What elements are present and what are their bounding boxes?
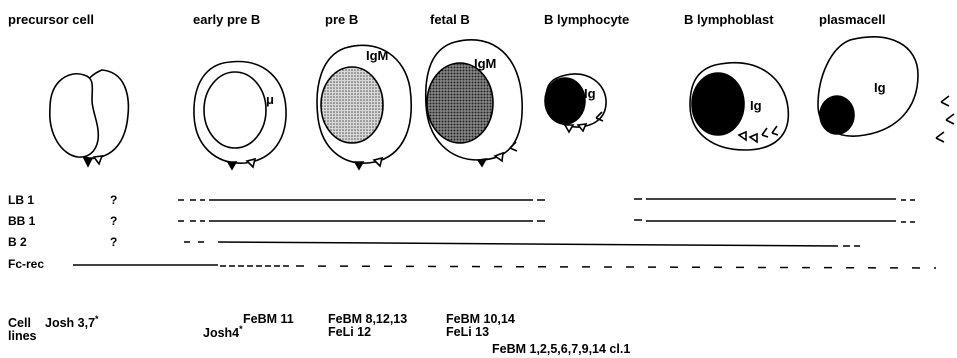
b-lymphoblast-ig-receptor-a xyxy=(762,128,768,137)
cell-lines-precursor: Josh 3,7* xyxy=(45,314,99,330)
cell-lines-pre-b-a: FeBM 8,12,13 xyxy=(328,312,407,326)
b-lymphoblast-cell xyxy=(690,63,788,150)
b-lymphocyte-receptor-open-a xyxy=(565,125,573,132)
cell-lines-fetal-b-b: FeLi 13 xyxy=(446,325,489,339)
marker-row-b2 xyxy=(184,242,860,246)
marker-precursor-bb1: ? xyxy=(110,214,117,228)
marker-label-b2: B 2 xyxy=(8,235,27,249)
pre-b-cell-receptor-open xyxy=(374,158,382,166)
cell-lines-label-line1: Cell xyxy=(8,316,31,330)
plasmacell-secreted-ig-c xyxy=(936,132,944,142)
precursor-cell xyxy=(50,70,129,166)
b-lymphocyte-cell xyxy=(545,74,606,132)
b-lymphoblast-receptor-open-b xyxy=(750,134,757,142)
plasmacell-secreted-ig-a xyxy=(941,96,949,106)
precursor-cell-receptor-solid xyxy=(84,158,92,166)
b-lymphoblast-ig-receptor-b xyxy=(772,126,778,135)
precursor-cell-body-left xyxy=(50,74,99,157)
early-pre-b-cell-receptor-solid xyxy=(228,162,236,169)
stage-label-fetal-b: fetal B xyxy=(430,12,470,27)
b-lymphocyte-ig-label: Ig xyxy=(584,86,596,101)
marker-row-bb1 xyxy=(178,220,915,222)
b-lymphoblast-ig-label: Ig xyxy=(750,98,762,113)
pre-b-cell-receptor-solid xyxy=(355,162,363,169)
early-pre-b-mu-label: μ xyxy=(266,92,274,107)
fc-rec-expression-dashed-sparse xyxy=(296,266,936,268)
cell-lines-fetal-b-a: FeBM 10,14 xyxy=(446,312,515,326)
marker-row-lb1 xyxy=(178,199,915,200)
early-pre-b-cell-receptor-open xyxy=(247,159,255,167)
fetal-b-cell-receptor-open xyxy=(495,153,503,161)
marker-precursor-lb1: ? xyxy=(110,193,117,207)
cell-lines-early-pre-b-a: FeBM 11 xyxy=(243,312,294,326)
marker-label-bb1: BB 1 xyxy=(8,214,36,228)
fetal-b-igm-label: IgM xyxy=(474,56,496,71)
stage-label-plasmacell: plasmacell xyxy=(819,12,886,27)
cell-lines-early-pre-b-b: Josh4* xyxy=(203,324,243,340)
b-lymphoblast-receptor-open-a xyxy=(739,132,746,140)
plasmacell-secreted-ig-b xyxy=(946,114,954,124)
stage-label-b-lymphoblast: B lymphoblast xyxy=(684,12,774,27)
early-pre-b-cell-nucleus xyxy=(204,72,266,148)
marker-precursor-b2: ? xyxy=(110,235,117,249)
pre-b-cell-nucleus xyxy=(321,67,383,143)
cell-lines-b-lymphocyte: FeBM 1,2,5,6,7,9,14 cl.1 xyxy=(492,342,630,356)
stage-label-precursor-cell: precursor cell xyxy=(8,12,94,27)
cell-lines-pre-b-b: FeLi 12 xyxy=(328,325,371,339)
stage-label-b-lymphocyte: B lymphocyte xyxy=(544,12,629,27)
stage-label-early-pre-b: early pre B xyxy=(193,12,260,27)
fetal-b-cell-receptor-solid xyxy=(478,159,486,166)
b-lymphoblast-nucleus xyxy=(692,73,744,135)
cell-lines-label-line2: lines xyxy=(8,329,37,343)
early-pre-b-cell xyxy=(194,62,286,169)
plasmacell-ig-label: Ig xyxy=(874,80,886,95)
fetal-b-cell-nucleus xyxy=(427,63,493,143)
plasmacell-cell xyxy=(818,37,954,142)
stage-label-pre-b: pre B xyxy=(325,12,358,27)
pre-b-igm-label: IgM xyxy=(366,48,388,63)
marker-label-fc-rec: Fc-rec xyxy=(8,257,44,271)
pre-b-cell xyxy=(317,45,411,169)
plasmacell-nucleus xyxy=(820,96,854,134)
b-lymphocyte-nucleus xyxy=(545,78,585,124)
precursor-cell-receptor-open xyxy=(94,156,102,164)
b2-expression-line xyxy=(218,242,838,246)
marker-label-lb1: LB 1 xyxy=(8,193,34,207)
marker-row-fc-rec xyxy=(73,265,936,268)
b-lymphocyte-receptor-open-b xyxy=(578,124,586,131)
